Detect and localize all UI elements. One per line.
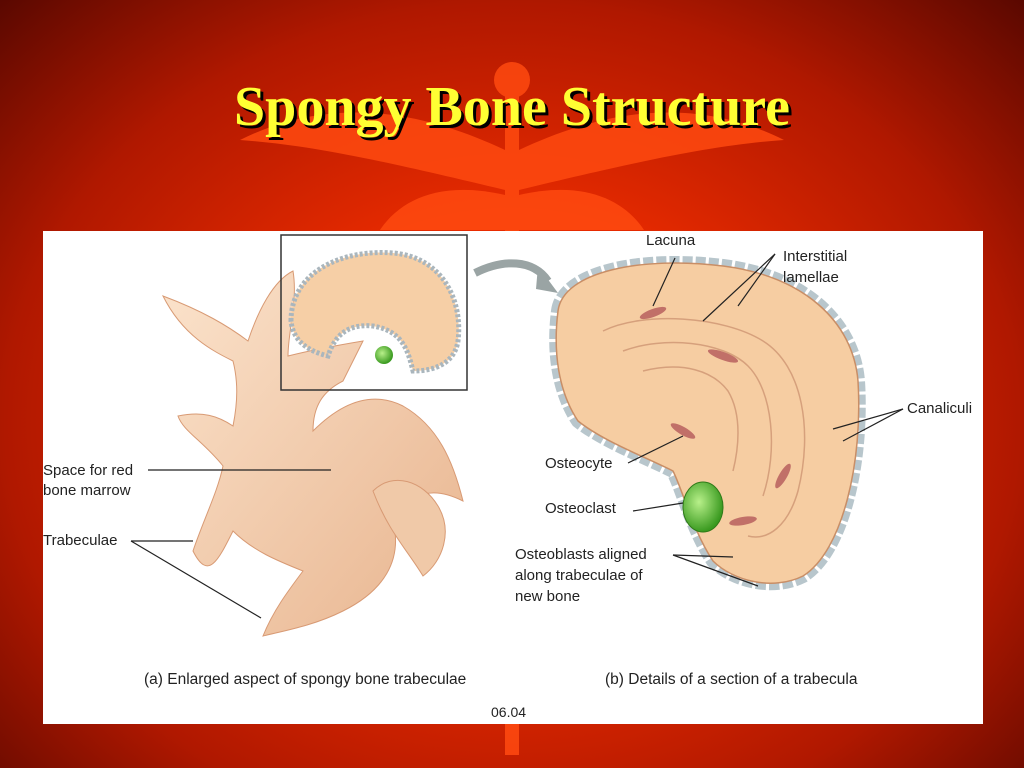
label-canaliculi: Canaliculi [907, 400, 973, 417]
osteoclast-cell [682, 481, 724, 533]
bone-figure: Space for red bone marrow Trabeculae Lac… [43, 231, 983, 724]
label-osteoblasts-1: Osteoblasts aligned [515, 546, 647, 563]
slide-title: Spongy Bone Structure [234, 76, 790, 138]
label-trabeculae: Trabeculae [43, 532, 118, 549]
label-osteoblasts-2: along trabeculae of [515, 567, 643, 584]
caption-a: (a) Enlarged aspect of spongy bone trabe… [144, 671, 467, 688]
label-osteocyte: Osteocyte [545, 455, 613, 472]
figure-number: 06.04 [491, 704, 527, 720]
label-space-marrow-1: Space for red [43, 462, 134, 479]
label-space-marrow-2: bone marrow [43, 482, 131, 499]
label-osteoblasts-3: new bone [515, 588, 581, 605]
label-interstitial-2: lamellae [783, 269, 839, 286]
mini-trabecula [288, 250, 462, 374]
label-interstitial-1: Interstitial [783, 248, 848, 265]
caption-b: (b) Details of a section of a trabecula [605, 671, 858, 688]
trabeculae-illustration [130, 234, 904, 637]
label-osteoclast: Osteoclast [545, 500, 616, 517]
trabecula-section [549, 256, 866, 591]
trabeculae-network [161, 270, 464, 637]
zoom-box [280, 234, 468, 391]
label-lacuna: Lacuna [646, 232, 696, 249]
